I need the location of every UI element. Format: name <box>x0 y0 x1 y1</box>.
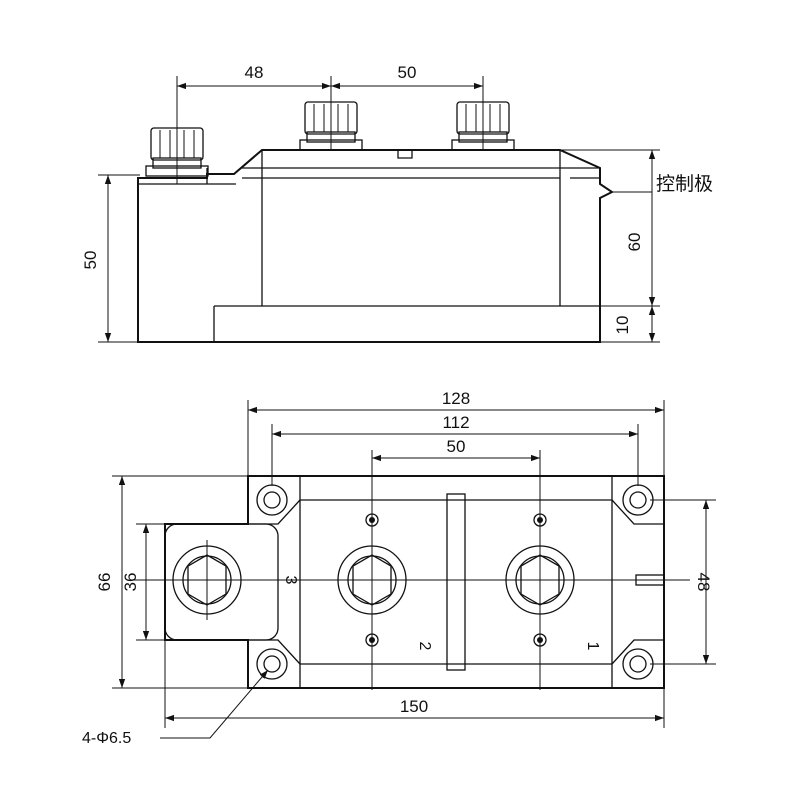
label-control-pole: 控制极 <box>656 173 713 195</box>
label-4-holes: 4-Φ6.5 <box>82 730 131 747</box>
center-divider <box>446 493 466 671</box>
dim-60: 60 <box>625 233 644 252</box>
mounting-hole-tl <box>256 484 288 516</box>
terminal-label-2: 2 <box>416 642 433 651</box>
dim-48-vertical: 48 <box>694 573 713 592</box>
dim-36: 36 <box>121 573 140 592</box>
dim-150: 150 <box>400 697 428 716</box>
terminal-label-3: 3 <box>282 576 299 585</box>
dim-128: 128 <box>442 389 470 408</box>
dim-112: 112 <box>442 413 469 432</box>
top-view: 3 2 1 128 112 50 150 66 36 48 <box>82 389 716 747</box>
dim-66: 66 <box>95 573 114 592</box>
dim-10: 10 <box>613 316 632 335</box>
terminal-label-1: 1 <box>584 642 601 651</box>
mounting-hole-br <box>622 648 654 680</box>
mounting-hole-tr <box>622 484 654 516</box>
side-body-outline <box>137 149 614 343</box>
dim-50-height: 50 <box>81 251 100 270</box>
side-view: 48 50 50 60 10 控制极 <box>81 63 713 343</box>
mounting-hole-bl <box>256 648 288 680</box>
dim-50-terminals: 50 <box>447 437 466 456</box>
dim-48: 48 <box>245 63 264 82</box>
dim-50-top: 50 <box>398 63 417 82</box>
base-plate-outline <box>164 475 665 689</box>
